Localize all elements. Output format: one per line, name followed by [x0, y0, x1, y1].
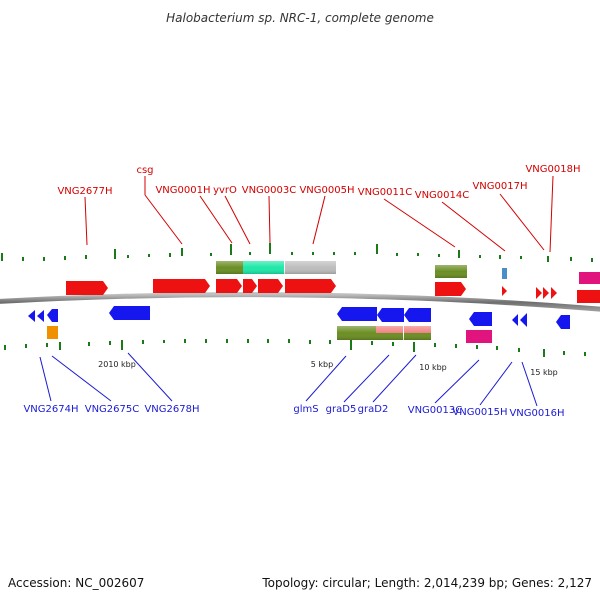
gene-VNG0014C[interactable]: [502, 286, 507, 296]
label-VNG0018H: VNG0018H: [525, 164, 580, 175]
gene-VNG2677H[interactable]: [66, 281, 108, 295]
bottom-leader-lines: [39, 352, 538, 407]
label-glmS: glmS: [293, 404, 318, 415]
feature-magenta-right: [579, 272, 600, 284]
label-VNG0005H: VNG0005H: [299, 185, 354, 196]
gene-VNG0017H-b[interactable]: [543, 287, 549, 299]
label-yvrO: yvrO: [213, 185, 237, 196]
gene-VNG2675C-b[interactable]: [47, 309, 58, 322]
label-VNG0003C: VNG0003C: [242, 185, 297, 196]
genome-summary-text: Topology: circular; Length: 2,014,239 bp…: [261, 576, 592, 590]
gene-VNG0015H-b[interactable]: [520, 313, 527, 327]
gene-VNG0013C[interactable]: [469, 312, 492, 326]
gene-glmS[interactable]: [337, 307, 377, 321]
gene-VNG0001H[interactable]: [216, 279, 242, 293]
top-labels: VNG2677H csg VNG0001H yvrO VNG0003C VNG0…: [57, 164, 580, 201]
feature-orange-1: [47, 326, 58, 339]
gene-VNG2674H[interactable]: [28, 310, 35, 322]
label-VNG0015H: VNG0015H: [452, 407, 507, 418]
accession-text: Accession: NC_002607: [8, 576, 144, 590]
gene-VNG0017H-a[interactable]: [536, 287, 542, 299]
label-VNG0016H: VNG0016H: [509, 408, 564, 419]
scale-label-2010kbp: 2010 kbp: [98, 360, 136, 369]
gene-VNG0016H[interactable]: [556, 315, 570, 329]
label-VNG0001H: VNG0001H: [155, 185, 210, 196]
reverse-features: [28, 306, 570, 343]
label-VNG0011C: VNG0011C: [358, 187, 413, 198]
scale-label-15kbp: 15 kbp: [530, 368, 558, 377]
feature-olive-4: [376, 333, 403, 340]
label-VNG2678H: VNG2678H: [144, 404, 199, 415]
gene-csg[interactable]: [153, 279, 210, 293]
scale-label-5kbp: 5 kbp: [311, 360, 333, 369]
label-graD2: graD2: [358, 404, 389, 415]
top-tick-marks: [1, 243, 593, 262]
feature-olive-1: [216, 261, 243, 274]
gene-yvrO[interactable]: [243, 279, 257, 293]
label-graD5: graD5: [326, 404, 357, 415]
feature-olive-3: [337, 326, 376, 340]
label-VNG2674H: VNG2674H: [23, 404, 78, 415]
bottom-labels: VNG2674H VNG2675C VNG2678H glmS graD5 gr…: [23, 404, 564, 419]
label-csg: csg: [136, 165, 153, 176]
top-leader-lines: [84, 175, 554, 253]
label-VNG0014C: VNG0014C: [415, 190, 470, 201]
feature-gray-1: [285, 261, 336, 274]
scale-labels: 2010 kbp 5 kbp 10 kbp 15 kbp: [98, 360, 558, 377]
map-title: Halobacterium sp. NRC-1, complete genome: [166, 11, 434, 25]
genome-backbone: [0, 292, 600, 312]
label-VNG0017H: VNG0017H: [472, 181, 527, 192]
label-VNG2677H: VNG2677H: [57, 186, 112, 197]
gene-VNG0015H-a[interactable]: [512, 314, 518, 326]
feature-steelblue-1: [502, 268, 507, 279]
gene-VNG0003C[interactable]: [258, 279, 283, 293]
scale-label-10kbp: 10 kbp: [419, 363, 447, 372]
gene-VNG2675C-a[interactable]: [37, 310, 44, 322]
feature-olive-2: [435, 265, 467, 278]
feature-teal-1: [243, 261, 258, 274]
bottom-tick-marks: [4, 339, 586, 357]
feature-magenta-1: [466, 330, 492, 343]
gene-VNG0011C[interactable]: [435, 282, 466, 296]
gene-graD5[interactable]: [377, 308, 404, 322]
feature-olive-5: [404, 333, 431, 340]
label-VNG2675C: VNG2675C: [85, 404, 140, 415]
gene-VNG2678H[interactable]: [109, 306, 150, 320]
feature-salmon-1: [376, 326, 403, 333]
label-VNG0013C: VNG0013C: [408, 405, 463, 416]
feature-teal-2: [258, 261, 284, 274]
gene-VNG0005H[interactable]: [285, 279, 336, 293]
gene-graD2[interactable]: [404, 308, 431, 322]
feature-salmon-2: [404, 326, 431, 333]
gene-partial-right[interactable]: [577, 290, 600, 303]
gene-VNG0018H[interactable]: [551, 287, 557, 299]
